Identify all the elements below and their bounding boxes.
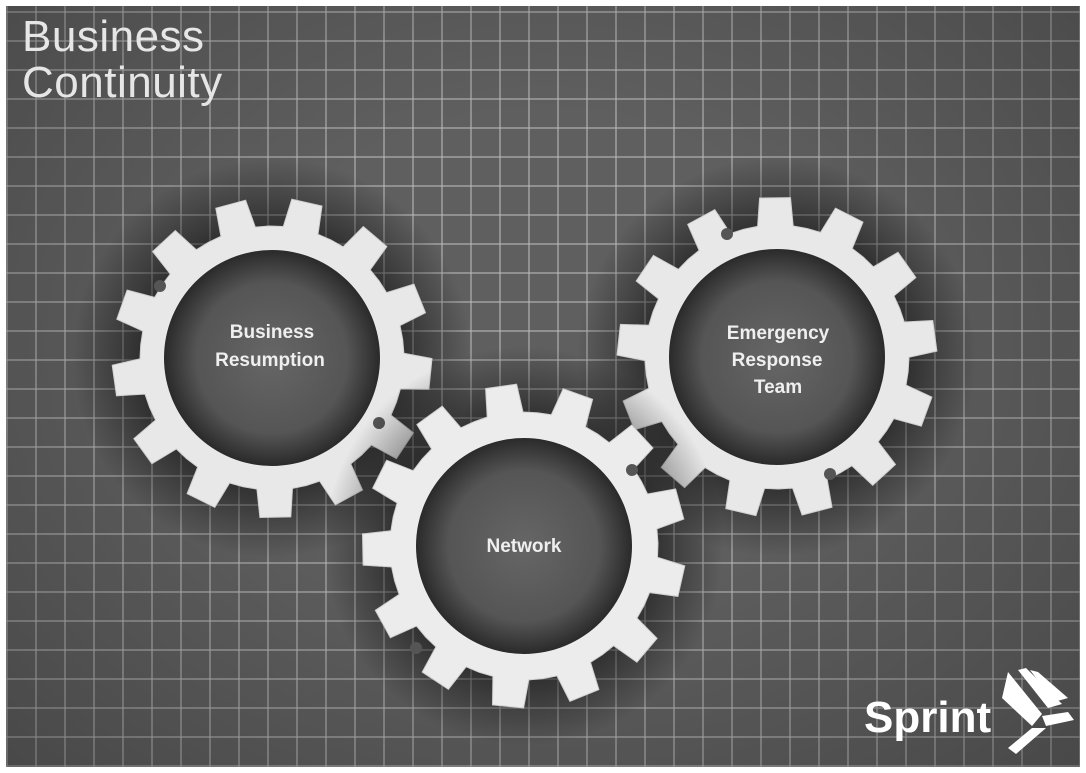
gear-bolt bbox=[410, 642, 422, 654]
gear-label-line: Business bbox=[230, 322, 314, 343]
gear-bolt bbox=[626, 464, 638, 476]
gear-hub bbox=[164, 250, 380, 466]
gear-label-line: Response bbox=[732, 350, 823, 371]
logo-wordmark: Sprint bbox=[864, 693, 992, 742]
title-line-1: Business bbox=[22, 12, 205, 61]
gear-hub bbox=[669, 249, 885, 465]
gear-label-line: Team bbox=[754, 377, 802, 398]
slide-title: Business Continuity bbox=[22, 14, 223, 106]
gear-label-line: Resumption bbox=[215, 350, 325, 371]
gear-emergency-response-team: Emergency Response Team bbox=[577, 157, 977, 557]
gear-bolt bbox=[154, 280, 166, 292]
gear-hub bbox=[416, 438, 632, 654]
gear-label-line: Network bbox=[487, 536, 562, 557]
gear-bolt bbox=[721, 228, 733, 240]
gear-bolt bbox=[824, 468, 836, 480]
gear-label-line: Emergency bbox=[727, 323, 830, 344]
sprint-pin-icon bbox=[1002, 668, 1074, 754]
gear-network: Network bbox=[324, 346, 724, 746]
title-line-2: Continuity bbox=[22, 58, 223, 107]
sprint-logo: Sprint bbox=[864, 668, 1076, 758]
